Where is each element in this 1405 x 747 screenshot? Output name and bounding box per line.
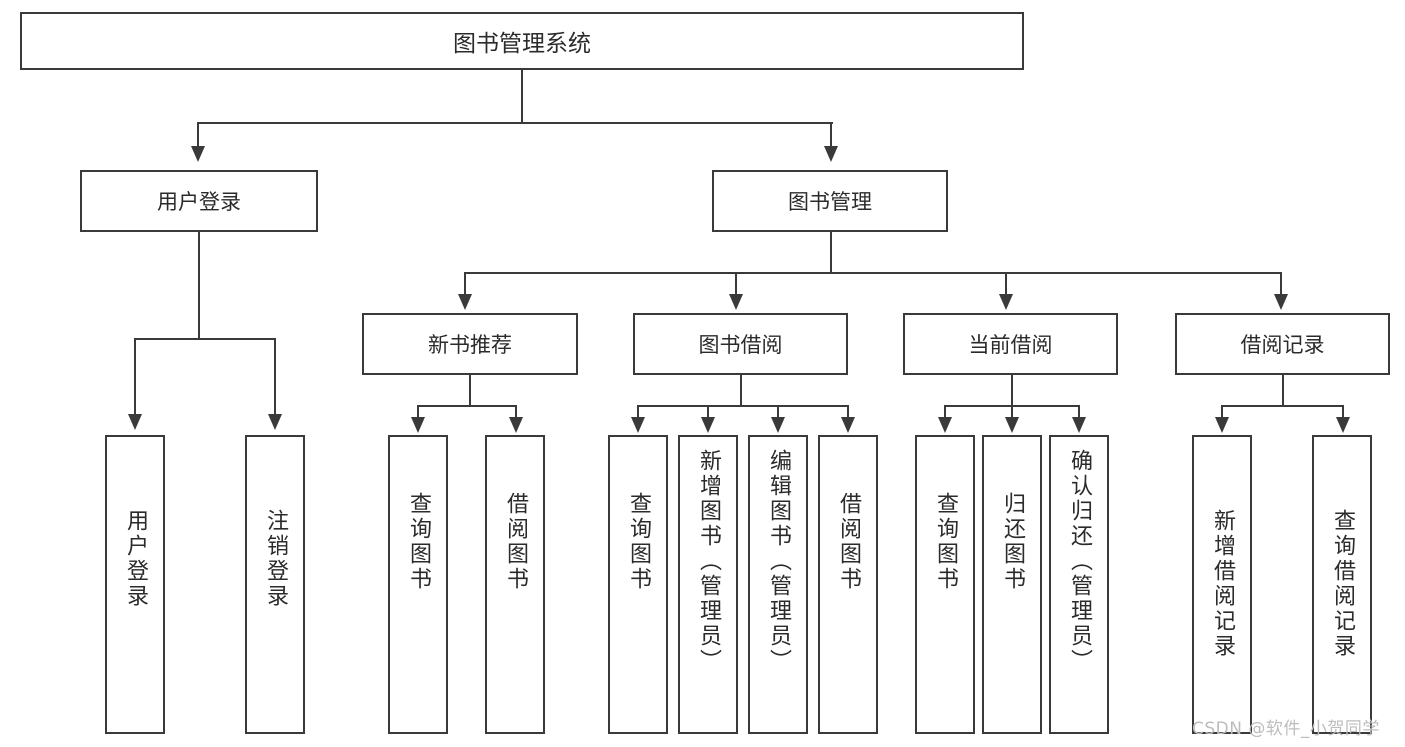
leaf-query-book-borrow[interactable]: 查询图书 — [608, 435, 668, 734]
connector-to-borrow-record — [1280, 272, 1282, 296]
leaf-label: 归还图书 — [1000, 492, 1025, 592]
connector-current-borrow-to-leaf-2 — [1011, 405, 1013, 419]
connector-borrow-record-bus — [1221, 405, 1342, 407]
leaf-query-book-current[interactable]: 查询图书 — [915, 435, 975, 734]
node-borrow-record[interactable]: 借阅记录 — [1175, 313, 1390, 375]
arrow-root-to-user-login — [191, 146, 205, 162]
leaf-label: 新增图书（管理员） — [696, 449, 721, 674]
leaf-label: 新增借阅记录 — [1210, 509, 1235, 659]
leaf-label: 查询借阅记录 — [1330, 509, 1355, 659]
leaf-add-book-admin[interactable]: 新增图书（管理员） — [678, 435, 738, 734]
connector-book-borrow-to-leaf-1 — [637, 405, 639, 419]
arrow-new-book-to-leaf-2 — [509, 417, 523, 433]
arrow-current-borrow-to-leaf-3 — [1072, 417, 1086, 433]
node-book-management[interactable]: 图书管理 — [712, 170, 948, 232]
arrow-borrow-record-to-leaf-1 — [1215, 417, 1229, 433]
leaf-logout[interactable]: 注销登录 — [245, 435, 305, 734]
leaf-query-book-recommend[interactable]: 查询图书 — [388, 435, 448, 734]
leaf-user-login[interactable]: 用户登录 — [105, 435, 165, 734]
arrow-new-book-to-leaf-1 — [411, 417, 425, 433]
connector-borrow-record-to-leaf-2 — [1342, 405, 1344, 419]
leaf-confirm-return-admin[interactable]: 确认归还（管理员） — [1049, 435, 1109, 734]
connector-user-login-to-leaf-1 — [134, 338, 136, 416]
arrow-borrow-record-to-leaf-2 — [1336, 417, 1350, 433]
node-user-login[interactable]: 用户登录 — [80, 170, 318, 232]
connector-new-book-stem — [469, 375, 471, 405]
connector-root-to-user-login — [197, 122, 199, 148]
arrow-to-borrow-record — [1274, 294, 1288, 310]
leaf-add-borrow-record[interactable]: 新增借阅记录 — [1192, 435, 1252, 734]
arrow-root-to-book-mgmt — [824, 146, 838, 162]
connector-current-borrow-stem — [1011, 375, 1013, 405]
leaf-label: 借阅图书 — [836, 492, 861, 592]
node-label: 新书推荐 — [428, 333, 512, 357]
connector-book-borrow-bus — [637, 405, 848, 407]
connector-new-book-bus — [417, 405, 515, 407]
connector-book-borrow-to-leaf-4 — [847, 405, 849, 419]
connector-root-bus — [197, 122, 833, 124]
leaf-borrow-book[interactable]: 借阅图书 — [818, 435, 878, 734]
connector-to-current-borrow — [1005, 272, 1007, 296]
connector-root-stem — [521, 70, 523, 122]
arrow-user-login-to-leaf-1 — [128, 414, 142, 430]
connector-new-book-to-leaf-2 — [515, 405, 517, 419]
connector-book-mgmt-stem — [830, 232, 832, 272]
node-label: 图书管理系统 — [453, 31, 591, 57]
leaf-label: 查询图书 — [933, 492, 958, 592]
leaf-label: 借阅图书 — [503, 492, 528, 592]
connector-book-borrow-to-leaf-2 — [707, 405, 709, 419]
connector-root-to-book-mgmt — [830, 122, 832, 148]
connector-user-login-stem — [198, 232, 200, 338]
connector-current-borrow-to-leaf-3 — [1078, 405, 1080, 419]
watermark: CSDN @软件_小贺同学 — [1192, 719, 1380, 739]
leaf-label: 查询图书 — [406, 492, 431, 592]
leaf-edit-book-admin[interactable]: 编辑图书（管理员） — [748, 435, 808, 734]
arrow-book-borrow-to-leaf-1 — [631, 417, 645, 433]
leaf-label: 用户登录 — [123, 509, 148, 609]
arrow-to-book-borrow — [729, 294, 743, 310]
connector-book-borrow-to-leaf-3 — [777, 405, 779, 419]
connector-book-borrow-stem — [740, 375, 742, 405]
connector-user-login-to-leaf-2 — [274, 338, 276, 416]
node-label: 借阅记录 — [1240, 333, 1325, 357]
leaf-label: 查询图书 — [626, 492, 651, 592]
leaf-label: 确认归还（管理员） — [1067, 449, 1092, 674]
connector-to-book-borrow — [735, 272, 737, 296]
connector-borrow-record-to-leaf-1 — [1221, 405, 1223, 419]
connector-level3-bus — [464, 272, 1282, 274]
node-label: 用户登录 — [157, 190, 241, 214]
connector-user-login-bus — [134, 338, 274, 340]
arrow-to-new-book — [458, 294, 472, 310]
leaf-borrow-book-recommend[interactable]: 借阅图书 — [485, 435, 545, 734]
leaf-query-borrow-record[interactable]: 查询借阅记录 — [1312, 435, 1372, 734]
node-new-book-recommend[interactable]: 新书推荐 — [362, 313, 578, 375]
node-current-borrow[interactable]: 当前借阅 — [903, 313, 1118, 375]
arrow-user-login-to-leaf-2 — [268, 414, 282, 430]
node-label: 图书管理 — [788, 190, 872, 214]
node-label: 图书借阅 — [698, 333, 783, 357]
leaf-return-book[interactable]: 归还图书 — [982, 435, 1042, 734]
leaf-label: 编辑图书（管理员） — [766, 449, 791, 674]
arrow-current-borrow-to-leaf-2 — [1005, 417, 1019, 433]
arrow-to-current-borrow — [999, 294, 1013, 310]
node-book-borrow[interactable]: 图书借阅 — [633, 313, 848, 375]
connector-borrow-record-stem — [1282, 375, 1284, 405]
arrow-book-borrow-to-leaf-2 — [701, 417, 715, 433]
node-root-system[interactable]: 图书管理系统 — [20, 12, 1024, 70]
connector-current-borrow-to-leaf-1 — [944, 405, 946, 419]
connector-to-new-book — [464, 272, 466, 296]
arrow-book-borrow-to-leaf-4 — [841, 417, 855, 433]
leaf-label: 注销登录 — [263, 509, 288, 609]
arrow-current-borrow-to-leaf-1 — [938, 417, 952, 433]
connector-new-book-to-leaf-1 — [417, 405, 419, 419]
node-label: 当前借阅 — [968, 333, 1053, 357]
arrow-book-borrow-to-leaf-3 — [771, 417, 785, 433]
